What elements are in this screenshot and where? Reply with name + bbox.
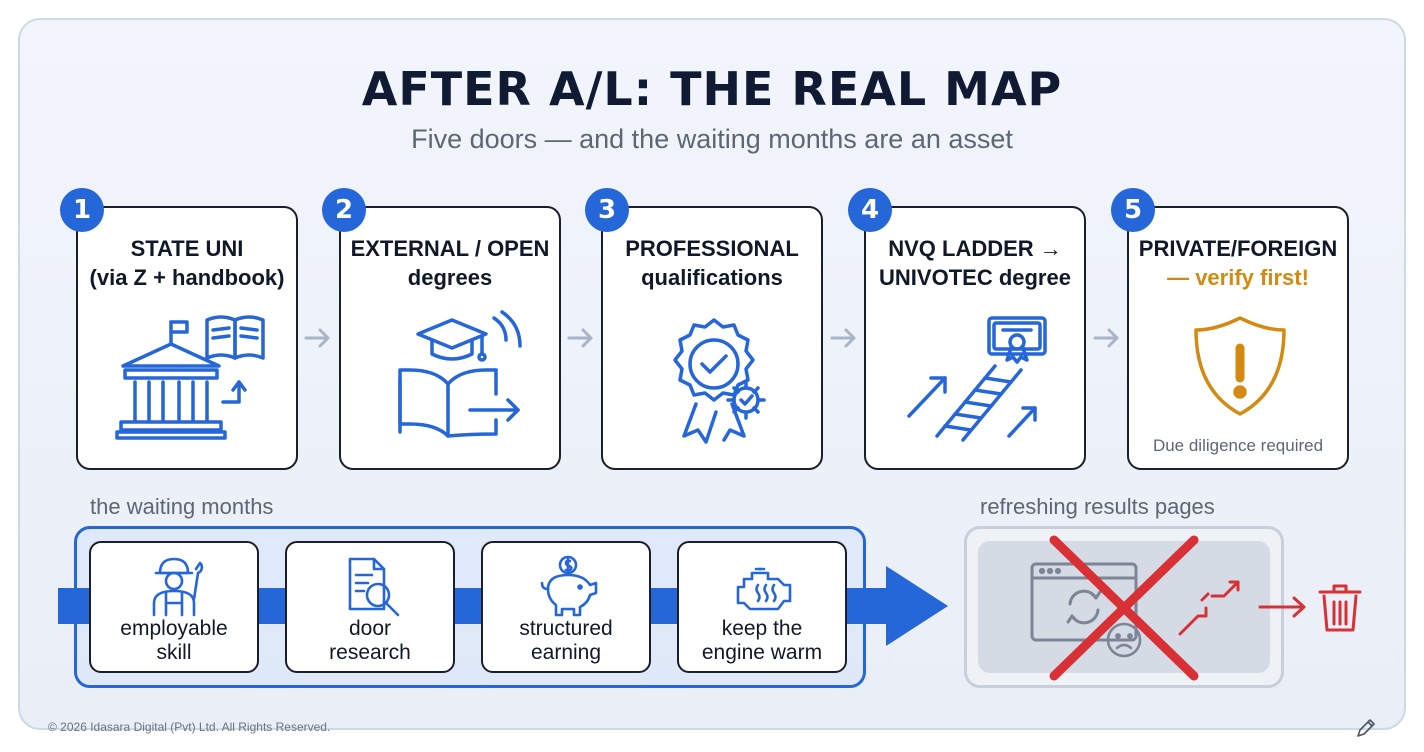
waiting-tile-engine: keep the engine warm [677,541,847,673]
waiting-tile-label: keep the engine warm [701,617,823,664]
waiting-tile-label: structured earning [519,617,613,664]
door-title: STATE UNI (via Z + handbook) [89,236,285,290]
graduation-book-icon [398,310,522,438]
red-cross-icon [1049,535,1199,681]
arrow-right-icon [1258,596,1306,618]
door-card-private-foreign: PRIVATE/FOREIGN — verify first! Due dili… [1127,206,1349,470]
door-number-badge: 2 [322,188,366,232]
copyright-footer: © 2026 Idasara Digital (Pvt) Ltd. All Ri… [48,720,331,734]
broken-stairs-icon [1178,580,1240,636]
door-number-badge: 4 [848,188,892,232]
door-title: EXTERNAL / OPEN degrees [350,236,550,290]
door-title: PRIVATE/FOREIGN — verify first! [1138,236,1338,290]
door-title: PROFESSIONAL qualifications [625,236,799,290]
warning-shield-icon [1194,316,1286,416]
chevron-right-icon [304,328,330,348]
waiting-tile-earning: structured earning [481,541,651,673]
waiting-tile-label: employable skill [120,617,228,664]
door-card-nvq-ladder: NVQ LADDER → UNIVOTEC degree [864,206,1086,470]
document-search-icon [348,557,400,617]
ladder-certificate-icon [907,316,1047,442]
page-title: AFTER A/L: THE REAL MAP [361,62,1063,116]
door-number-badge: 5 [1111,188,1155,232]
engine-icon [736,567,792,611]
door-number-badge: 1 [60,188,104,232]
door-number-badge: 3 [585,188,629,232]
door-title: NVQ LADDER → UNIVOTEC degree [879,236,1071,290]
university-building-icon [115,315,265,440]
door-card-professional: PROFESSIONAL qualifications [601,206,823,470]
worker-wrench-icon [152,557,204,617]
door-card-state-uni: STATE UNI (via Z + handbook) [76,206,298,470]
certificate-badge-icon [673,318,766,444]
sad-face-icon [1106,622,1142,658]
door-card-external-open: EXTERNAL / OPEN degrees [339,206,561,470]
waiting-tile-research: door research [285,541,455,673]
waiting-tile-label: door research [329,617,411,664]
refreshing-results-label: refreshing results pages [980,494,1215,519]
chevron-right-icon [567,328,593,348]
trash-icon [1318,584,1362,632]
page-subtitle: Five doors — and the waiting months are … [411,124,1013,154]
chevron-right-icon [830,328,856,348]
waiting-tile-skill: employable skill [89,541,259,673]
piggy-bank-icon [540,555,598,617]
chevron-right-icon [1093,328,1119,348]
waiting-months-label: the waiting months [90,494,274,519]
door-note: Due diligence required [1152,436,1324,455]
pen-icon [1357,719,1375,737]
